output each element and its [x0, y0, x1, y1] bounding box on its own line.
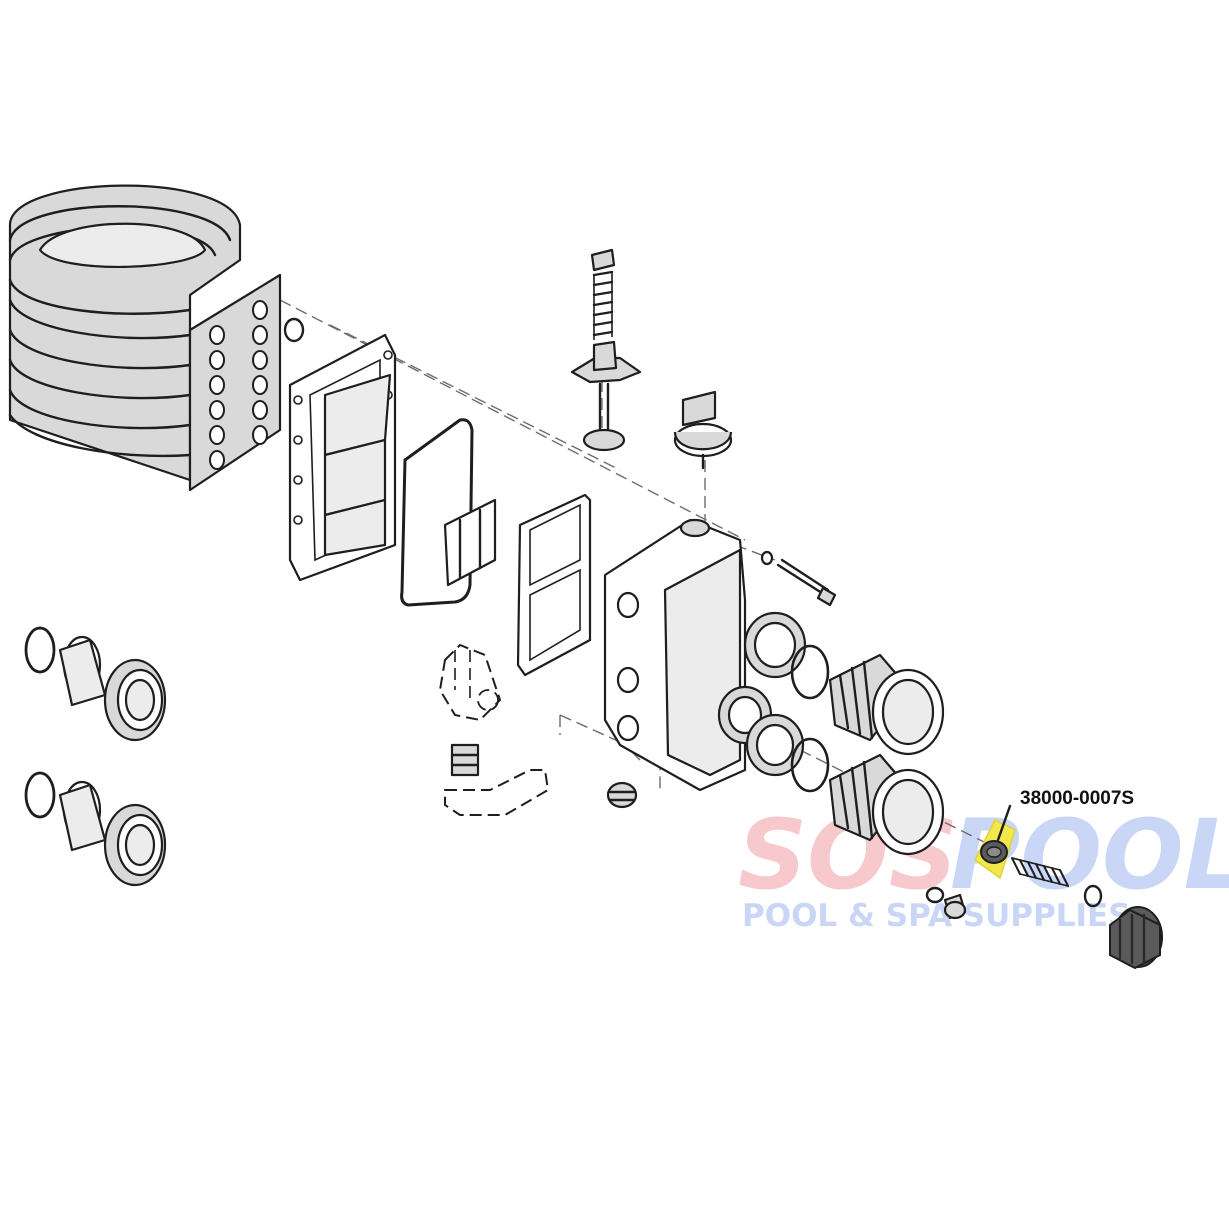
bypass-valve-body — [570, 340, 642, 452]
outlet-adapter-lower — [828, 753, 945, 856]
small-o-ring-right — [1083, 884, 1103, 908]
pressure-switch — [673, 390, 733, 470]
manifold-gasket — [516, 493, 592, 677]
small-o-ring — [283, 317, 305, 343]
watermark-tagline: POOL & SPA SUPPLIES — [742, 898, 1131, 934]
bypass-spring — [592, 270, 614, 340]
check-valve-spring — [1011, 857, 1069, 887]
drain-plug — [606, 781, 638, 809]
manifold-body — [603, 518, 807, 792]
large-rectangular-gasket — [400, 418, 474, 607]
small-plug — [943, 893, 967, 920]
pressure-relief-valve — [438, 643, 502, 722]
thermostatic-bypass-cap — [590, 248, 616, 272]
inlet-adapter-upper — [828, 653, 945, 756]
relief-valve-nipple — [450, 743, 480, 777]
part-number-label: 38000-0007S — [1020, 788, 1134, 809]
check-valve-cap — [1109, 906, 1163, 970]
manifold-bolt — [760, 550, 837, 607]
union-fitting-lower — [24, 771, 167, 887]
drain-elbow — [444, 769, 550, 816]
port-o-ring-lower — [790, 737, 830, 793]
highlighted-part-38000-0007S — [974, 804, 1016, 880]
baffle-insert — [323, 373, 392, 557]
union-fitting-upper — [24, 626, 167, 742]
mounting-bracket — [443, 498, 497, 587]
small-o-ring-left — [925, 886, 945, 904]
heat-exchanger-coil — [8, 184, 282, 492]
port-o-ring-upper — [790, 644, 830, 700]
